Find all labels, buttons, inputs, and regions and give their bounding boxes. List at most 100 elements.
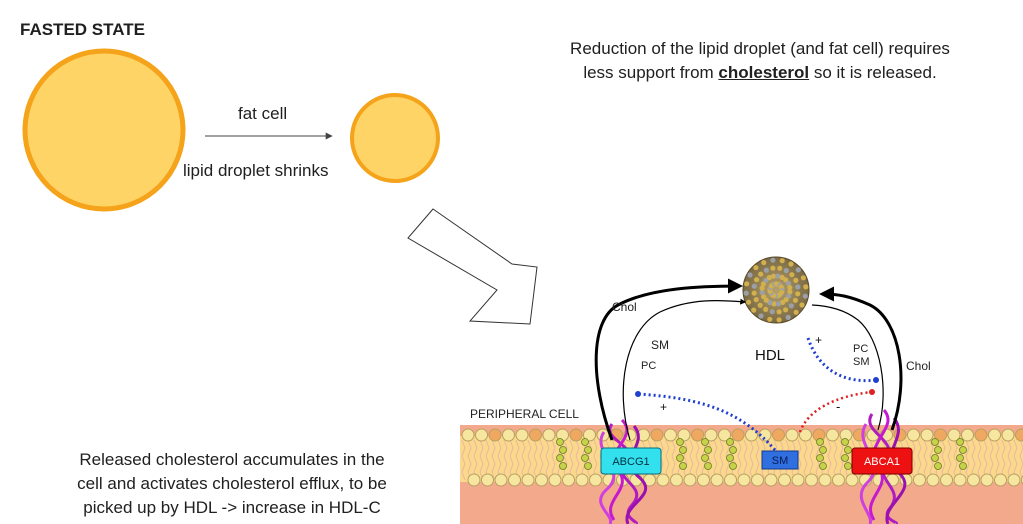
cholesterol-ring	[559, 446, 567, 454]
cholesterol-ring	[726, 454, 734, 462]
lipid-tail	[911, 439, 916, 481]
lipid-tail	[983, 439, 988, 481]
hdl-granule	[803, 284, 809, 290]
hdl-granule	[758, 271, 764, 277]
lipid-head	[988, 428, 1001, 442]
lipid-head	[529, 428, 542, 442]
lipid-tail	[665, 439, 670, 481]
cholesterol-ring	[556, 438, 564, 446]
hdl-granule	[751, 290, 757, 296]
hdl-granule	[763, 267, 770, 273]
lipid-head	[481, 473, 494, 487]
lipid-head	[502, 428, 515, 442]
hdl-granule	[770, 257, 776, 263]
lipid-head	[562, 473, 575, 487]
lipid-head	[691, 428, 704, 442]
lipid-head	[778, 473, 791, 487]
plus-right-label: +	[815, 333, 822, 347]
lipid-tail	[743, 439, 748, 481]
lipid-tail	[515, 439, 520, 481]
cholesterol-ring	[931, 454, 939, 462]
cholesterol-chains	[556, 438, 967, 470]
hdl-granule	[761, 260, 767, 266]
lipid-head	[508, 473, 521, 487]
lipid-tail	[941, 439, 946, 481]
hdl-granule	[802, 293, 808, 299]
small-lipid-droplet	[350, 93, 440, 183]
hdl-granule	[763, 277, 769, 283]
lipid-tail	[749, 439, 754, 481]
lipid-head	[785, 428, 799, 442]
lipid-head	[913, 473, 926, 487]
hdl-granule	[795, 284, 801, 290]
lipid-head	[772, 428, 785, 442]
hdl-granule	[751, 283, 757, 289]
efflux-text-line2: cell and activates cholesterol efflux, t…	[77, 474, 387, 493]
lipid-head	[589, 473, 602, 487]
lipid-head	[994, 473, 1007, 487]
lipid-tail	[587, 439, 592, 481]
lipid-tail	[833, 439, 838, 481]
lipid-head	[967, 473, 980, 487]
lipid-tail	[569, 439, 574, 481]
lipid-head	[461, 428, 475, 442]
lipid-head	[697, 473, 710, 487]
lipid-head	[818, 473, 832, 487]
hdl-granule	[744, 281, 750, 287]
lipid-tail	[539, 439, 544, 481]
dotted-arrow-red	[798, 390, 873, 433]
lipid-head	[718, 428, 731, 442]
hdl-texture	[743, 257, 809, 323]
lipid-tail	[683, 439, 688, 481]
cholesterol-ring	[959, 462, 967, 470]
cholesterol-ring	[729, 462, 737, 470]
hdl-granule	[763, 297, 769, 303]
lipid-head	[542, 428, 556, 442]
lipid-head	[751, 473, 764, 487]
hdl-granule	[769, 309, 775, 315]
lipid-head	[521, 473, 535, 487]
lipid-head	[535, 473, 548, 487]
lipid-tail	[995, 439, 1000, 481]
lipid-head	[832, 473, 845, 487]
hdl-granule	[779, 258, 785, 264]
cholesterol-ring	[841, 438, 849, 446]
lipid-tail	[719, 439, 724, 481]
lipid-tail	[485, 439, 490, 481]
release-text-line1: Reduction of the lipid droplet (and fat …	[570, 39, 950, 58]
hdl-granule	[783, 307, 789, 313]
lipid-head	[1001, 428, 1015, 442]
cholesterol-ring	[956, 454, 964, 462]
lipid-tail	[917, 439, 922, 481]
lipid-tail	[533, 439, 538, 481]
lipid-head	[745, 428, 758, 442]
lipid-tail	[977, 439, 982, 481]
lipid-head	[475, 428, 488, 442]
lipid-tail	[491, 439, 496, 481]
lipid-tail	[827, 439, 832, 481]
lipid-heads-top	[461, 428, 1023, 442]
hdl-granule	[793, 309, 799, 315]
lipid-head	[731, 428, 745, 442]
cholesterol-ring	[816, 438, 824, 446]
hdl-granule	[785, 314, 791, 320]
lipid-head	[664, 428, 677, 442]
cholesterol-ring	[679, 446, 687, 454]
cholesterol-ring	[584, 446, 592, 454]
lipid-tail	[497, 439, 502, 481]
hdl-granule	[780, 299, 786, 305]
cholesterol-ring	[934, 446, 942, 454]
abcg1-label: ABCG1	[612, 456, 649, 468]
lipid-head	[940, 473, 953, 487]
hdl-granule	[767, 316, 773, 322]
hdl-granule	[747, 272, 753, 278]
efflux-text-line1: Released cholesterol accumulates in the	[79, 450, 385, 469]
lipid-tail	[689, 439, 694, 481]
shrink-label: lipid droplet shrinks	[183, 161, 329, 180]
lipid-tail	[839, 439, 844, 481]
hdl-label: HDL	[755, 347, 785, 364]
hdl-granule	[777, 265, 783, 271]
lipid-head	[920, 428, 934, 442]
lipid-head	[583, 428, 596, 442]
abca1-box	[851, 447, 913, 475]
